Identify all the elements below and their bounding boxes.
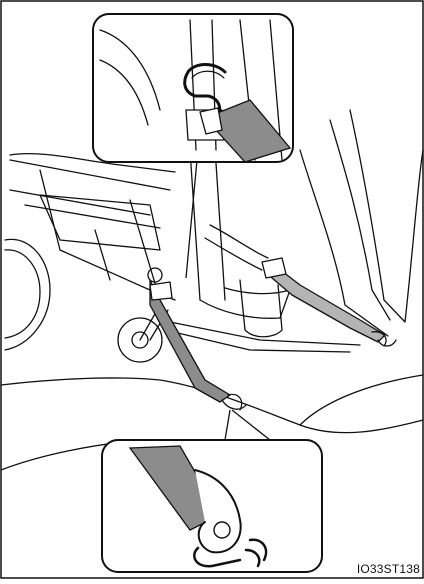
floor-step bbox=[300, 375, 423, 425]
front-strap-ring bbox=[148, 268, 162, 282]
figure-id-code: IO33ST138 bbox=[357, 562, 420, 576]
rear-wheel-inner bbox=[5, 250, 40, 338]
hook-closeup-bottom bbox=[102, 410, 322, 572]
seat-post bbox=[190, 148, 225, 300]
main-scene bbox=[1, 110, 423, 470]
rear-strap-buckle bbox=[262, 258, 286, 278]
rear-wheel bbox=[5, 239, 50, 350]
hook-closeup-top bbox=[93, 14, 293, 278]
seat-base bbox=[200, 288, 290, 318]
wheelchair-frame bbox=[10, 160, 175, 300]
front-strap-buckle bbox=[150, 282, 172, 300]
lap-belt bbox=[205, 225, 268, 270]
seat-panel bbox=[330, 110, 423, 322]
seat-pedestal bbox=[240, 280, 282, 337]
callout-pointer-bottom bbox=[225, 410, 270, 440]
